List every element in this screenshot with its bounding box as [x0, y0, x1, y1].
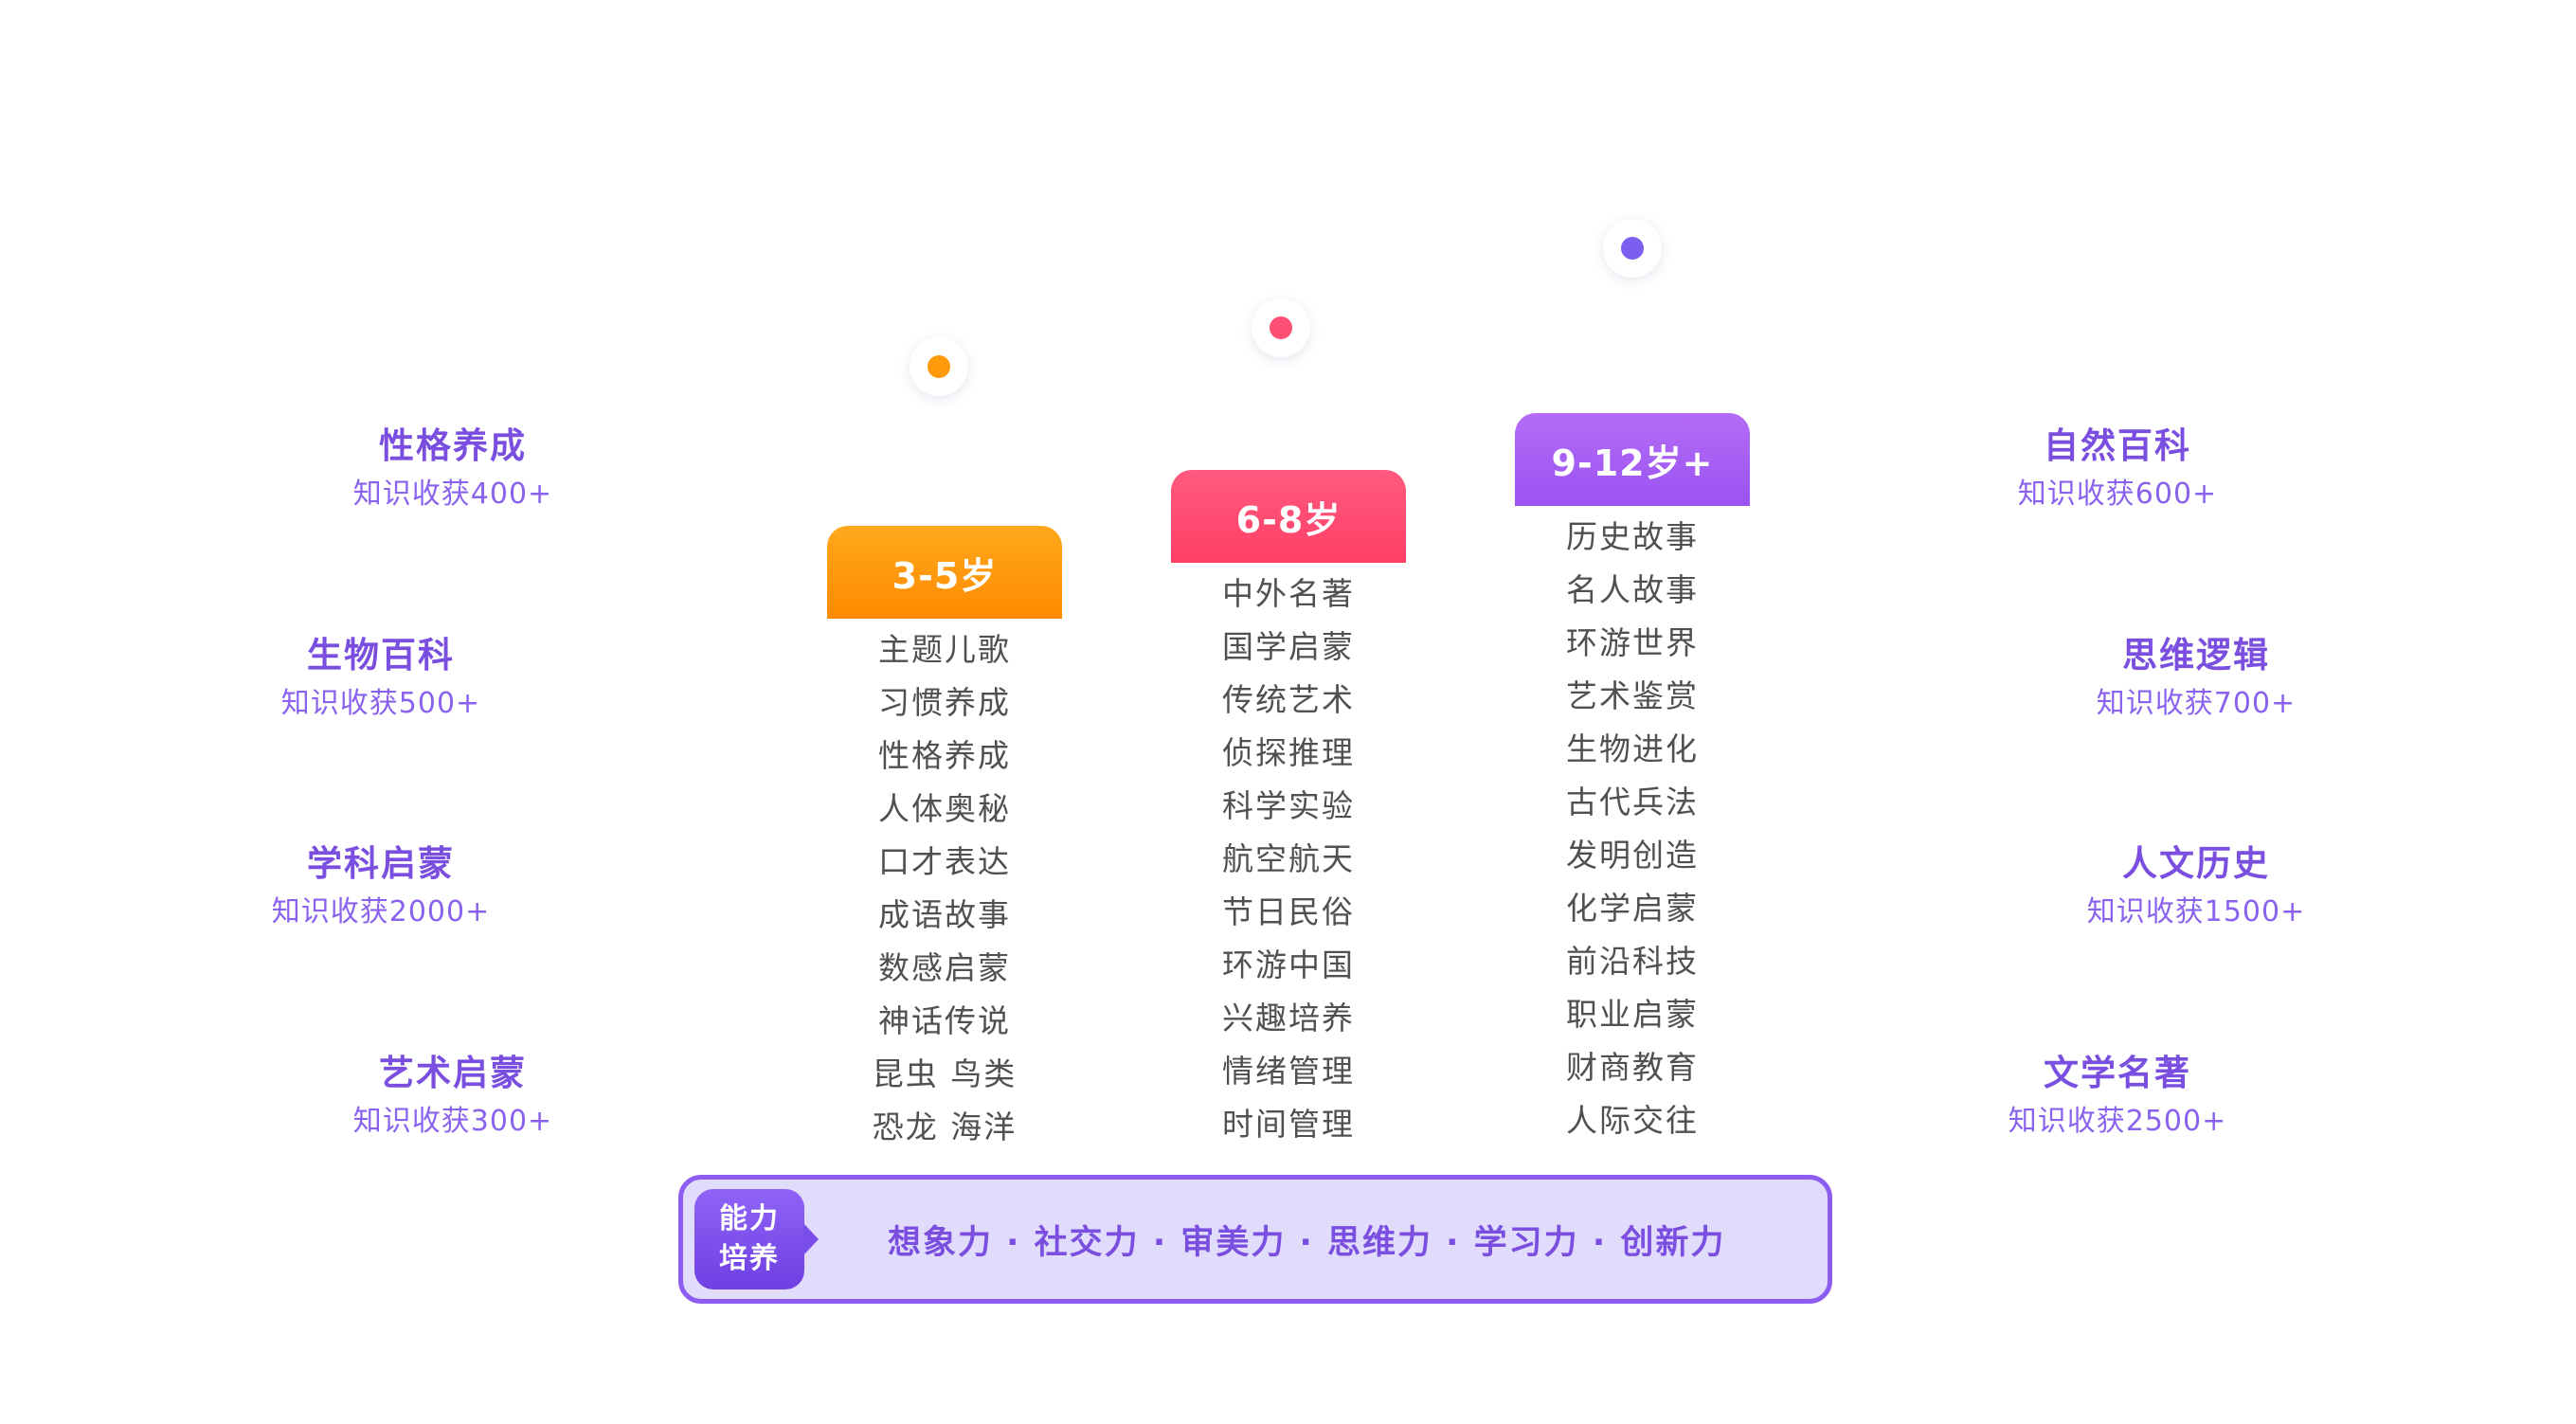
ability-badge-line2: 培养	[719, 1242, 780, 1275]
topic-item: 生物进化	[1566, 730, 1699, 767]
topic-item: 古代兵法	[1566, 784, 1699, 820]
left-category-2: 生物百科 知识收获500+	[220, 631, 542, 728]
category-knowledge-count: 知识收获2500+	[2008, 1105, 2227, 1138]
category-knowledge-count: 知识收获500+	[280, 687, 481, 720]
topic-item: 习惯养成	[878, 684, 1011, 721]
purple-dot	[1603, 219, 1662, 278]
topic-item: 艺术鉴赏	[1566, 677, 1699, 714]
ability-list: 想象力 · 社交力 · 审美力 · 思维力 · 学习力 · 创新力	[888, 1223, 1726, 1262]
topic-item: 航空航天	[1222, 840, 1355, 877]
topic-item: 前沿科技	[1566, 943, 1699, 980]
topic-item: 恐龙 海洋	[872, 1109, 1018, 1145]
right-category-1: 自然百科 知识收获600+	[1956, 422, 2279, 518]
orange-dot	[910, 337, 968, 396]
age-header: 9-12岁+	[1515, 413, 1750, 506]
age-column-9-12: 9-12岁+ 历史故事 名人故事 环游世界 艺术鉴赏 生物进化 古代兵法 发明创…	[1515, 413, 1750, 1147]
topic-item: 历史故事	[1566, 518, 1699, 555]
topic-item: 职业启蒙	[1566, 996, 1699, 1033]
age-column-3-5: 3-5岁 主题儿歌 习惯养成 性格养成 人体奥秘 口才表达 成语故事 数感启蒙 …	[827, 526, 1062, 1154]
category-knowledge-count: 知识收获400+	[352, 478, 553, 511]
ability-bar: 能力 培养 想象力 · 社交力 · 审美力 · 思维力 · 学习力 · 创新力	[678, 1175, 1832, 1304]
topic-item: 发明创造	[1566, 837, 1699, 874]
left-category-1: 性格养成 知识收获400+	[292, 422, 614, 518]
topic-item: 成语故事	[878, 896, 1011, 933]
pink-dot	[1252, 298, 1310, 357]
topic-item: 性格养成	[878, 737, 1011, 774]
topic-item: 传统艺术	[1222, 681, 1355, 718]
category-title: 文学名著	[2044, 1053, 2191, 1093]
topic-list: 中外名著 国学启蒙 传统艺术 侦探推理 科学实验 航空航天 节日民俗 环游中国 …	[1171, 568, 1406, 1151]
topic-list: 主题儿歌 习惯养成 性格养成 人体奥秘 口才表达 成语故事 数感启蒙 神话传说 …	[827, 623, 1062, 1154]
category-title: 思维逻辑	[2122, 635, 2270, 676]
topic-item: 化学启蒙	[1566, 890, 1699, 927]
category-title: 生物百科	[307, 635, 455, 676]
ability-badge-line1: 能力	[719, 1202, 780, 1235]
category-title: 学科启蒙	[307, 843, 455, 884]
topic-item: 名人故事	[1566, 571, 1699, 608]
topic-list: 历史故事 名人故事 环游世界 艺术鉴赏 生物进化 古代兵法 发明创造 化学启蒙 …	[1515, 511, 1750, 1147]
category-title: 艺术启蒙	[379, 1053, 527, 1093]
age-header: 6-8岁	[1171, 470, 1406, 563]
category-knowledge-count: 知识收获600+	[2017, 478, 2218, 511]
topic-item: 环游中国	[1222, 946, 1355, 983]
category-knowledge-count: 知识收获2000+	[271, 895, 491, 928]
right-category-3: 人文历史 知识收获1500+	[2035, 839, 2357, 936]
category-title: 人文历史	[2122, 843, 2270, 884]
left-category-4: 艺术启蒙 知识收获300+	[292, 1049, 614, 1145]
topic-item: 神话传说	[878, 1002, 1011, 1039]
purple-dot-center	[1621, 237, 1644, 260]
topic-item: 财商教育	[1566, 1049, 1699, 1086]
right-category-4: 文学名著 知识收获2500+	[1956, 1049, 2279, 1145]
topic-item: 环游世界	[1566, 624, 1699, 661]
right-category-2: 思维逻辑 知识收获700+	[2035, 631, 2357, 728]
topic-item: 昆虫 鸟类	[872, 1055, 1018, 1092]
category-knowledge-count: 知识收获1500+	[2086, 895, 2306, 928]
category-title: 性格养成	[379, 425, 527, 466]
topic-item: 侦探推理	[1222, 734, 1355, 771]
age-column-6-8: 6-8岁 中外名著 国学启蒙 传统艺术 侦探推理 科学实验 航空航天 节日民俗 …	[1171, 470, 1406, 1151]
topic-item: 科学实验	[1222, 787, 1355, 824]
left-category-3: 学科启蒙 知识收获2000+	[220, 839, 542, 936]
pink-dot-center	[1270, 316, 1292, 339]
topic-item: 情绪管理	[1222, 1053, 1355, 1090]
topic-item: 国学启蒙	[1222, 628, 1355, 665]
topic-item: 口才表达	[878, 843, 1011, 880]
topic-item: 中外名著	[1222, 575, 1355, 612]
age-header: 3-5岁	[827, 526, 1062, 619]
topic-item: 兴趣培养	[1222, 1000, 1355, 1036]
category-knowledge-count: 知识收获300+	[352, 1105, 553, 1138]
topic-item: 数感启蒙	[878, 949, 1011, 986]
topic-item: 人际交往	[1566, 1102, 1699, 1139]
category-title: 自然百科	[2044, 425, 2191, 466]
topic-item: 主题儿歌	[878, 631, 1011, 668]
topic-item: 人体奥秘	[878, 790, 1011, 827]
topic-item: 节日民俗	[1222, 893, 1355, 930]
category-knowledge-count: 知识收获700+	[2096, 687, 2297, 720]
orange-dot-center	[928, 355, 950, 378]
ability-badge: 能力 培养	[694, 1189, 819, 1289]
topic-item: 时间管理	[1222, 1106, 1355, 1143]
